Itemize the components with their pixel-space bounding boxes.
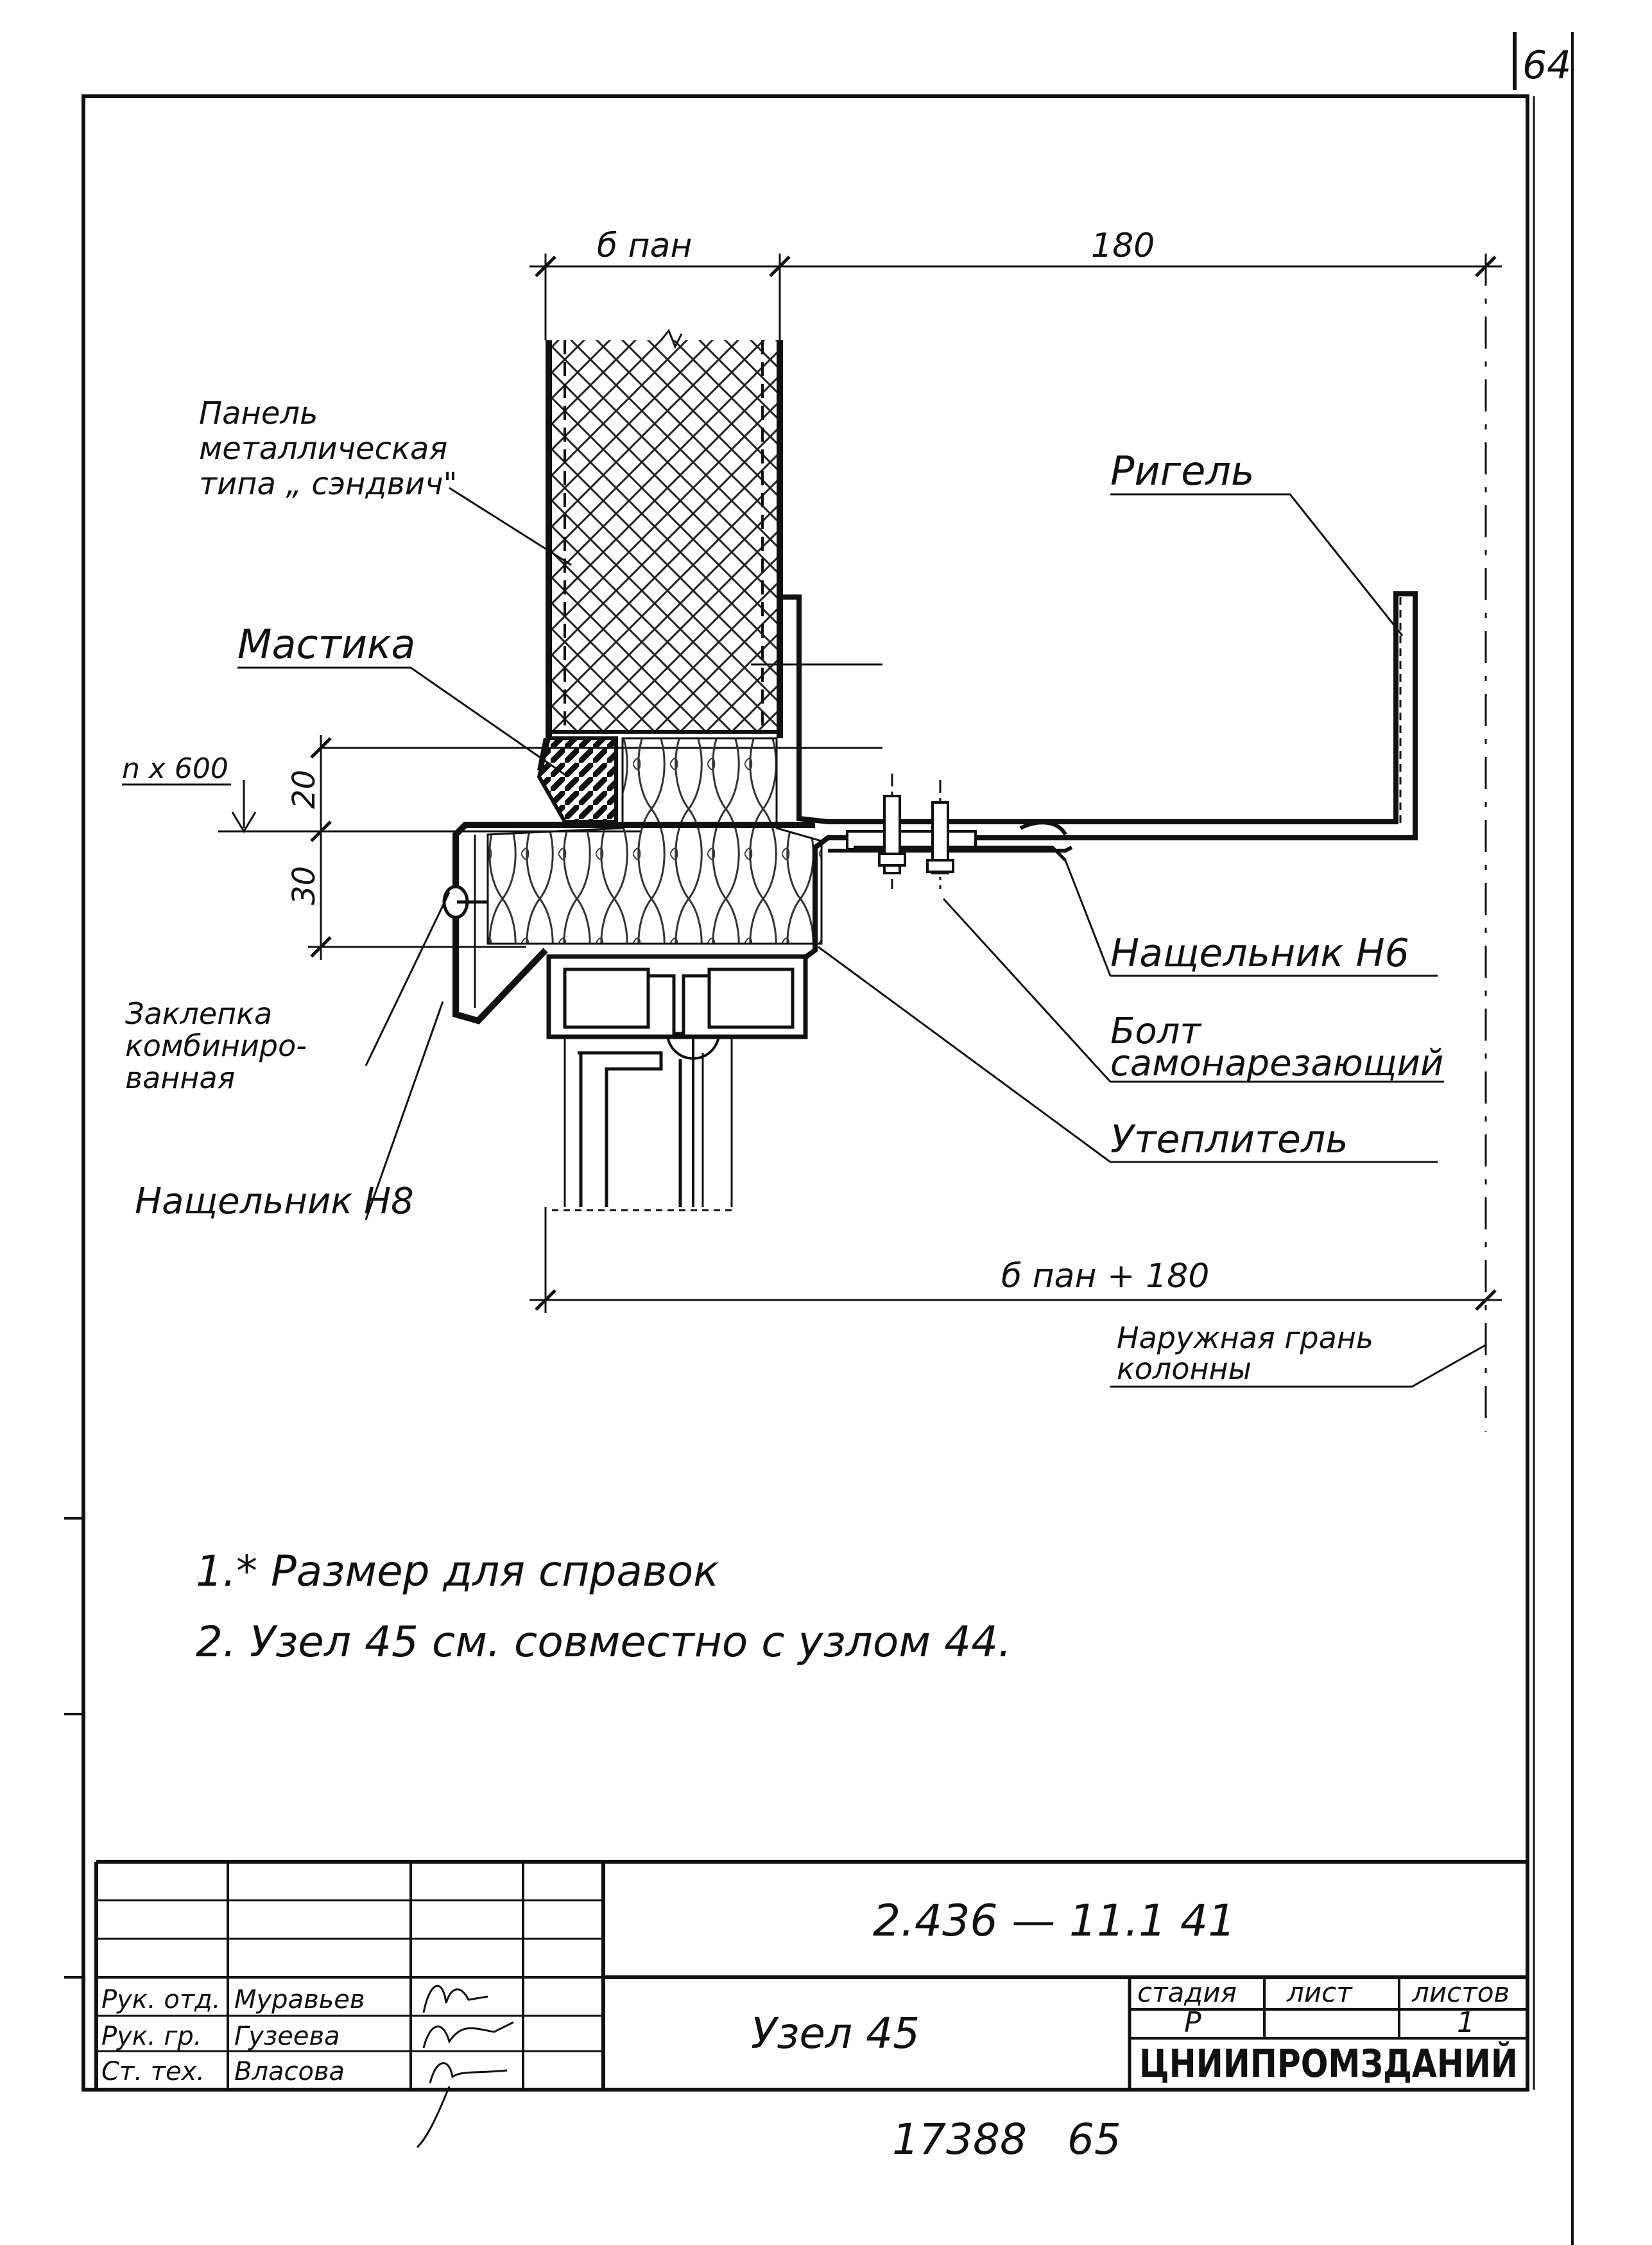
self-tapping-bolts [878, 774, 954, 889]
label-rivet-line-3: ванная [125, 1061, 235, 1095]
stage-header: стадия [1137, 1977, 1237, 2008]
label-bolt-line-1: Болт [1110, 1010, 1201, 1052]
flashing-h8 [442, 822, 815, 1025]
label-mastic: Мастика [237, 621, 415, 668]
column-section [546, 954, 808, 1211]
label-flashing-h6: Нащельник Н6 [1110, 931, 1409, 976]
mastic [537, 736, 618, 824]
flashing-h6 [828, 845, 1073, 853]
sheet-header: лист [1286, 1977, 1353, 2008]
callout-panel: Панель металлическая типа „ сэндвич" [199, 395, 458, 502]
insulation [486, 737, 823, 945]
callout-rivet: Заклепка комбиниро- ванная [125, 996, 307, 1095]
rigel-profile [780, 591, 1418, 962]
sandwich-panel [546, 329, 783, 738]
label-column-face-line-1: Наружная грань [1117, 1321, 1373, 1355]
callout-bolt: Болт самонарезающий [1110, 1010, 1443, 1084]
role-3: Ст. тех. [101, 2057, 205, 2086]
signatures [416, 1984, 514, 2149]
label-bolt-line-2: самонарезающий [1110, 1043, 1443, 1084]
notes: 1.* Размер для справок 2. Узел 45 см. со… [196, 1547, 1011, 1667]
label-rivet-line-2: комбиниро- [125, 1028, 307, 1063]
page-number: 64 [1522, 43, 1571, 88]
frame [64, 32, 1574, 2245]
name-1: Муравьев [234, 1985, 365, 2015]
dimension-30: 30 [286, 866, 322, 905]
role-1: Рук. отд. [101, 1985, 221, 2015]
approvals: Рук. отд. Муравьев Рук. гр. Гузеева Ст. … [101, 1985, 365, 2086]
drawing-title: Узел 45 [751, 2009, 920, 2058]
dimension-panel-thickness: б пан [597, 227, 692, 265]
note-2: 2. Узел 45 см. совместно с узлом 44. [196, 1617, 1011, 1667]
label-panel-line-1: Панель [199, 395, 318, 431]
document-code: 2.436 — 11.1 41 [873, 1896, 1235, 1946]
dimension-offset: 180 [1091, 227, 1155, 265]
sheets-header: листов [1411, 1977, 1510, 2008]
stage-value: Р [1184, 2006, 1201, 2039]
name-2: Гузеева [234, 2022, 340, 2051]
dimension-lines [122, 254, 1502, 1432]
title-block [94, 1860, 1527, 2090]
label-rigel: Ригель [1110, 447, 1255, 494]
role-2: Рук. гр. [101, 2022, 202, 2051]
name-3: Власова [234, 2057, 345, 2086]
label-flashing-h8: Нащельник Н8 [135, 1181, 414, 1222]
callout-column-face: Наружная грань колонны [1117, 1321, 1373, 1386]
label-panel-line-2: металлическая [199, 431, 447, 467]
dimension-module: n x 600 [122, 752, 228, 785]
dimension-total: б пан + 180 [1001, 1257, 1209, 1296]
note-1: 1.* Размер для справок [196, 1547, 719, 1596]
leader-lines [237, 487, 1486, 1388]
dimension-20: 20 [286, 770, 322, 809]
organization-name: ЦНИИПРОМЗДАНИЙ [1139, 2040, 1518, 2086]
label-insulation: Утеплитель [1110, 1117, 1348, 1162]
label-column-face-line-2: колонны [1117, 1351, 1252, 1386]
sheets-value: 1 [1457, 2006, 1475, 2039]
archive-number: 17388 65 [892, 2115, 1121, 2164]
label-panel-line-3: типа „ сэндвич" [199, 466, 458, 502]
label-rivet-line-1: Заклепка [125, 996, 272, 1031]
